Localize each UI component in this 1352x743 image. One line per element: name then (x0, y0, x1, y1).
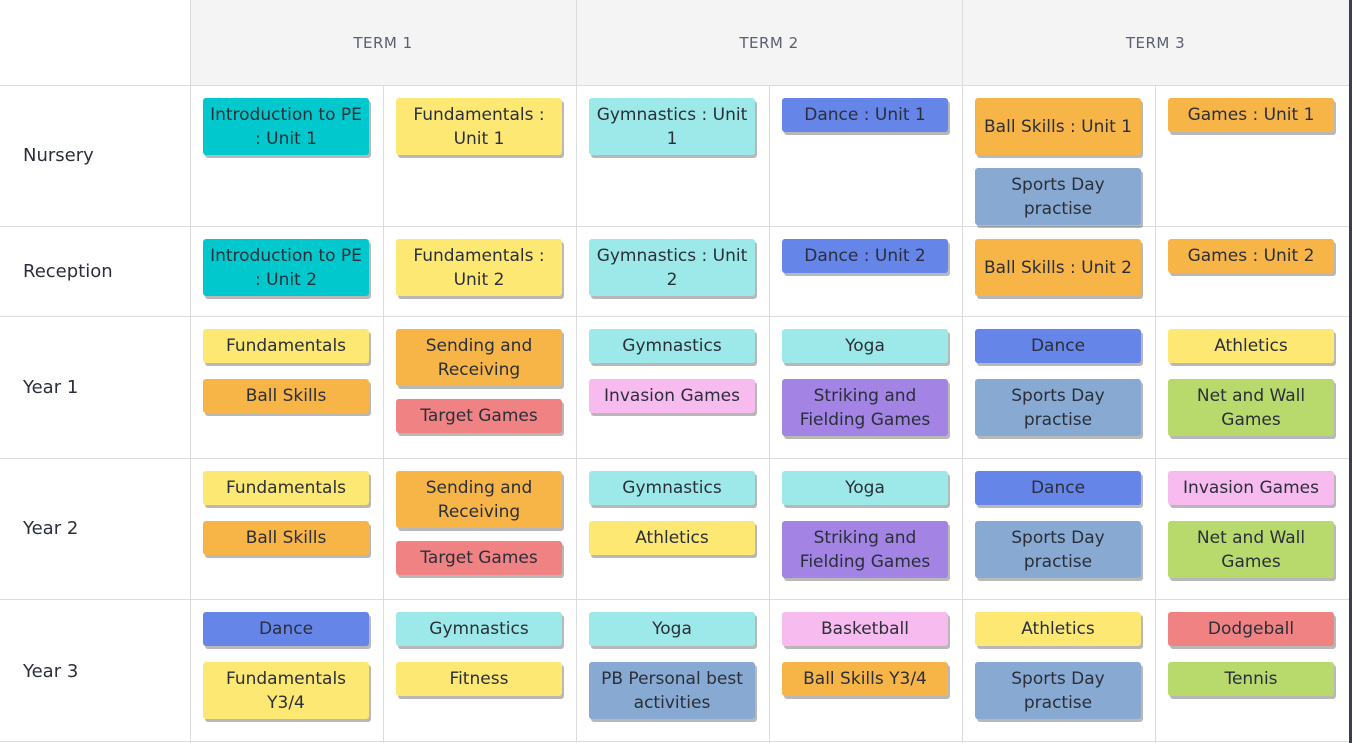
activity-card[interactable]: Dance (975, 471, 1141, 505)
activity-card[interactable]: Invasion Games (1168, 471, 1334, 505)
grid-line (576, 0, 577, 743)
activity-card[interactable]: Invasion Games (589, 379, 755, 413)
activity-card[interactable]: Athletics (589, 521, 755, 555)
row-label-year-2: Year 2 (23, 518, 79, 539)
activity-card[interactable]: Introduction to PE : Unit 2 (203, 239, 369, 296)
grid-line (0, 741, 1349, 742)
activity-card[interactable]: Ball Skills (203, 379, 369, 413)
activity-card[interactable]: Gymnastics (589, 471, 755, 505)
activity-card[interactable]: Fundamentals (203, 329, 369, 363)
activity-card[interactable]: Fundamentals : Unit 1 (396, 98, 562, 155)
activity-card[interactable]: Ball Skills (203, 521, 369, 555)
activity-card[interactable]: Sports Day practise (975, 168, 1141, 225)
activity-card[interactable]: Dodgeball (1168, 612, 1334, 646)
activity-card[interactable]: Tennis (1168, 662, 1334, 696)
scrollbar[interactable] (1349, 0, 1352, 743)
row-label-reception: Reception (23, 260, 113, 282)
row-label-year-3: Year 3 (23, 660, 79, 682)
grid-line (0, 316, 1349, 317)
grid-line (0, 458, 1349, 459)
activity-card[interactable]: Net and Wall Games (1168, 379, 1334, 436)
activity-card[interactable]: Striking and Fielding Games (782, 521, 948, 578)
grid-line (769, 85, 770, 743)
activity-card[interactable]: Sending and Receiving (396, 329, 562, 386)
activity-card[interactable]: Ball Skills : Unit 1 (975, 98, 1141, 155)
activity-card[interactable]: Fitness (396, 662, 562, 696)
activity-card[interactable]: Athletics (975, 612, 1141, 646)
activity-card[interactable]: Games : Unit 2 (1168, 239, 1334, 273)
activity-card[interactable]: Games : Unit 1 (1168, 98, 1334, 132)
activity-card[interactable]: Dance (975, 329, 1141, 363)
activity-card[interactable]: PB Personal best activities (589, 662, 755, 719)
row-label-year-1: Year 1 (23, 376, 79, 398)
activity-card[interactable]: Yoga (782, 471, 948, 505)
activity-card[interactable]: Gymnastics : Unit 1 (589, 98, 755, 155)
activity-card[interactable]: Ball Skills : Unit 2 (975, 239, 1141, 296)
activity-card[interactable]: Net and Wall Games (1168, 521, 1334, 578)
grid-line (383, 85, 384, 743)
grid-line (190, 0, 191, 743)
term-header-1: TERM 1 (353, 33, 413, 52)
grid-line (0, 226, 1349, 227)
activity-card[interactable]: Sending and Receiving (396, 471, 562, 528)
activity-card[interactable]: Gymnastics : Unit 2 (589, 239, 755, 296)
activity-card[interactable]: Dance : Unit 2 (782, 239, 948, 273)
activity-card[interactable]: Dance (203, 612, 369, 646)
activity-card[interactable]: Target Games (396, 399, 562, 433)
activity-card[interactable]: Gymnastics (589, 329, 755, 363)
activity-card[interactable]: Sports Day practise (975, 379, 1141, 436)
activity-card[interactable]: Striking and Fielding Games (782, 379, 948, 436)
activity-card[interactable]: Target Games (396, 541, 562, 575)
term-header-band (190, 0, 1349, 85)
activity-card[interactable]: Basketball (782, 612, 948, 646)
activity-card[interactable]: Fundamentals (203, 471, 369, 505)
row-label-nursery: Nursery (23, 145, 94, 166)
activity-card[interactable]: Fundamentals : Unit 2 (396, 239, 562, 296)
activity-card[interactable]: Sports Day practise (975, 662, 1141, 719)
activity-card[interactable]: Gymnastics (396, 612, 562, 646)
grid-line (0, 599, 1349, 600)
term-header-3: TERM 3 (1125, 33, 1186, 52)
activity-card[interactable]: Athletics (1168, 329, 1334, 363)
grid-line (962, 0, 963, 743)
activity-card[interactable]: Sports Day practise (975, 521, 1141, 578)
activity-card[interactable]: Ball Skills Y3/4 (782, 662, 948, 696)
grid-line (1155, 85, 1156, 743)
activity-card[interactable]: Yoga (589, 612, 755, 646)
activity-card[interactable]: Fundamentals Y3/4 (203, 662, 369, 719)
activity-card[interactable]: Dance : Unit 1 (782, 98, 948, 132)
term-header-2: TERM 2 (739, 33, 799, 52)
activity-card[interactable]: Introduction to PE : Unit 1 (203, 98, 369, 155)
activity-card[interactable]: Yoga (782, 329, 948, 363)
grid-line (0, 85, 1349, 86)
